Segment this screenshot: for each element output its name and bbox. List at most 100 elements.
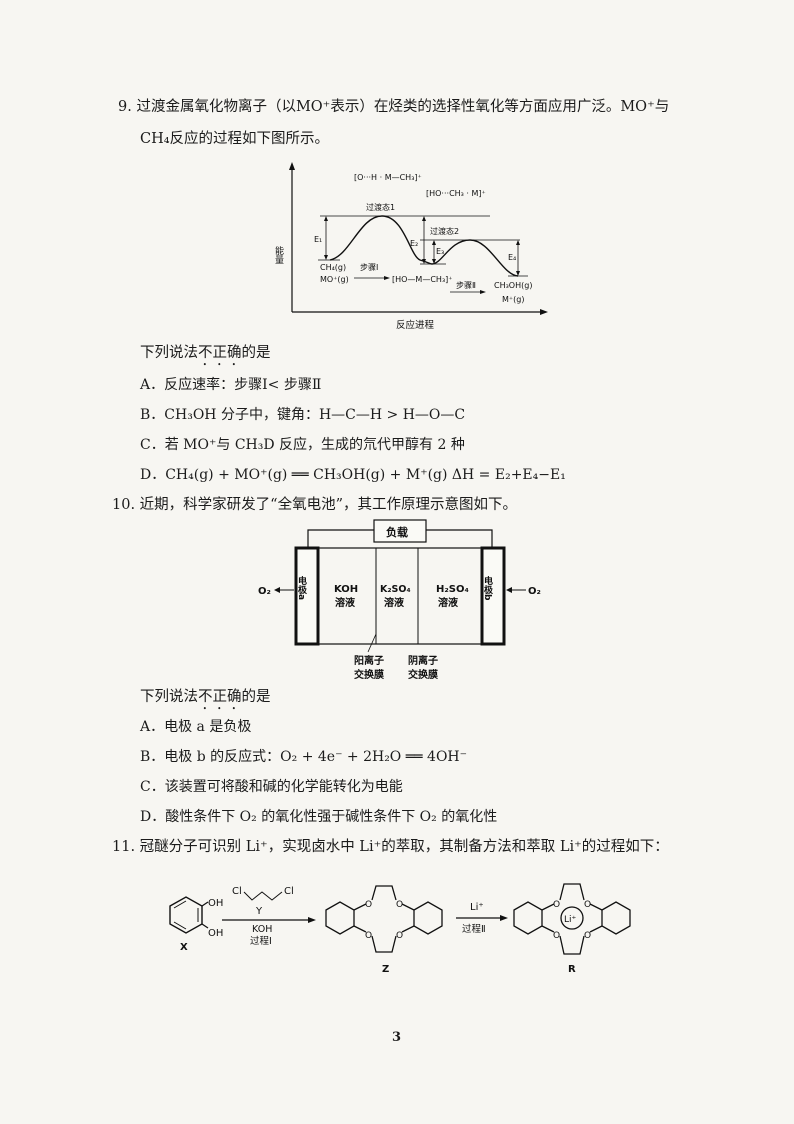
sol3-top: H₂SO₄ — [436, 584, 469, 595]
z-o-3: O — [365, 931, 372, 941]
electrode-a-label: 电极a — [296, 575, 307, 600]
anion-membrane-label-2: 交换膜 — [408, 668, 438, 681]
e4-label: E₄ — [508, 253, 516, 262]
q9-prompt: 下列说法不正确的是 — [140, 344, 271, 369]
x-axis-label: 反应进程 — [396, 319, 435, 331]
intermediate-structure: [HO—M—CH₃]⁺ — [392, 275, 453, 284]
load-box — [373, 519, 427, 543]
q9-number: 9. — [118, 99, 132, 115]
compound-z — [325, 885, 443, 953]
y-cl-1: Cl — [232, 886, 242, 897]
sol1-top: KOH — [334, 584, 358, 595]
q10-battery-diagram: 负载 电极a 电极b KOH 溶液 K₂SO₄ 溶液 H₂SO₄ 溶液 O₂ O… — [258, 519, 541, 681]
cation-membrane-pointer — [367, 633, 377, 653]
e2-arrowhead-bottom — [422, 259, 426, 264]
e2-arrowhead-top — [422, 216, 426, 221]
koh-label: KOH — [252, 924, 272, 935]
y-label: Y — [255, 906, 263, 917]
q9-prompt-pre: 下列说法 — [140, 345, 198, 361]
q9-option-c: C．若 MO⁺与 CH₃D 反应，生成的氘代甲醇有 2 种 — [140, 437, 465, 453]
o2-left-label: O₂ — [258, 586, 271, 597]
q10-prompt-emphasis: 不正确 — [198, 689, 242, 705]
page-number: 3 — [392, 1030, 402, 1045]
q9-prompt-emphasis: 不正确 — [198, 345, 242, 361]
q9-stem-line2: CH₄反应的过程如下图所示。 — [140, 131, 330, 147]
ts2-structure: [HO···CH₃ · M]⁺ — [426, 189, 486, 198]
q10-stem: 近期，科学家研发了“全氧电池”，其工作原理示意图如下。 — [139, 497, 517, 513]
x-label: X — [180, 942, 188, 953]
sol1-bottom: 溶液 — [335, 596, 355, 609]
e3-arrowhead-bottom — [432, 259, 436, 264]
q10-number: 10. — [112, 497, 136, 513]
q10-option-c: C．该装置可将酸和碱的化学能转化为电能 — [140, 779, 403, 795]
r-li-center: Li⁺ — [564, 915, 577, 925]
step2-arrowhead — [480, 290, 486, 294]
step2-label: 步骤Ⅱ — [456, 281, 476, 290]
z-o-4: O — [396, 931, 403, 941]
process1-arrowhead — [308, 917, 316, 923]
x-oh-1: OH — [208, 898, 223, 909]
ts1-label: 过渡态1 — [366, 202, 395, 212]
step1-arrowhead — [384, 276, 390, 280]
ts1-structure: [O···H · M—CH₃]⁺ — [354, 173, 422, 182]
left-wire — [307, 529, 374, 548]
o2-right-arrowhead — [506, 587, 512, 593]
q11-line1: 11. 冠醚分子可识别 Li⁺，实现卤水中 Li⁺的萃取，其制备方法和萃取 Li… — [112, 838, 669, 856]
right-wire — [426, 529, 493, 548]
q10-prompt: 下列说法不正确的是 — [140, 688, 271, 713]
y-axis-label: 能量 — [273, 245, 284, 264]
z-o-2: O — [396, 900, 403, 910]
r-o-3: O — [553, 931, 560, 941]
r-label: R — [568, 964, 576, 975]
sol2-top: K₂SO₄ — [380, 584, 411, 595]
energy-curve — [329, 215, 519, 277]
y-chain — [243, 891, 283, 901]
q10-prompt-pre: 下列说法 — [140, 689, 198, 705]
e1-label: E₁ — [314, 235, 322, 244]
q9-stem-line1: 过渡金属氧化物离子（以MO⁺表示）在烃类的选择性氧化等方面应用广泛。MO⁺与 — [136, 99, 670, 115]
q9-option-d: D．CH₄(g) + MO⁺(g) ══ CH₃OH(g) + M⁺(g) ΔH… — [140, 467, 566, 483]
x-axis-arrow — [540, 309, 548, 315]
sol3-bottom: 溶液 — [438, 596, 458, 609]
sol2-bottom: 溶液 — [384, 596, 404, 609]
electrode-b — [480, 546, 506, 646]
e2-label: E₂ — [410, 239, 418, 248]
q9-prompt-post: 的是 — [241, 345, 271, 361]
q9-option-a: A．反应速率：步骤Ⅰ< 步骤Ⅱ — [140, 377, 322, 393]
compound-r — [513, 883, 631, 955]
q10-option-d: D．酸性条件下 O₂ 的氧化性强于碱性条件下 O₂ 的氧化性 — [140, 809, 498, 825]
anion-membrane-label-1: 阴离子 — [408, 654, 438, 667]
process1-label: 过程Ⅰ — [250, 935, 272, 947]
r-o-4: O — [584, 931, 591, 941]
z-label: Z — [382, 964, 389, 975]
e1-arrowhead-top — [324, 216, 328, 221]
r-o-2: O — [584, 900, 591, 910]
e4-arrowhead-bottom — [516, 271, 520, 276]
q10-option-a: A．电极 a 是负极 — [140, 719, 252, 735]
q11-number: 11. — [112, 839, 136, 855]
o2-right-label: O₂ — [528, 586, 541, 597]
li-reagent-label: Li⁺ — [470, 902, 484, 913]
e4-arrowhead-top — [516, 240, 520, 245]
y-axis-arrow — [289, 162, 295, 170]
e3-label: E₃ — [436, 247, 444, 256]
cation-membrane-label-1: 阳离子 — [354, 654, 384, 667]
process2-arrowhead — [500, 915, 508, 921]
electrode-b-label: 电极b — [482, 575, 493, 601]
z-o-1: O — [365, 900, 372, 910]
o2-left-arrowhead — [274, 587, 280, 593]
reactant-mo: MO⁺(g) — [320, 275, 349, 284]
compound-x — [169, 896, 209, 934]
y-cl-2: Cl — [284, 886, 294, 897]
cell-body — [295, 547, 505, 645]
step1-label: 步骤Ⅰ — [360, 263, 378, 272]
process2-label: 过程Ⅱ — [462, 923, 486, 935]
electrode-a — [294, 546, 320, 646]
q9-energy-diagram: 能量 反应进程 E₁ E₂ E₃ E₄ [O···H · M—CH₃]⁺ 过渡态… — [273, 162, 548, 331]
r-o-1: O — [553, 900, 560, 910]
load-label: 负载 — [386, 525, 408, 539]
q9-option-b: B．CH₃OH 分子中，键角：H—C—H > H—O—C — [140, 407, 466, 423]
cation-membrane-label-2: 交换膜 — [354, 668, 384, 681]
q10-option-b: B．电极 b 的反应式：O₂ + 4e⁻ + 2H₂O ══ 4OH⁻ — [140, 749, 468, 765]
